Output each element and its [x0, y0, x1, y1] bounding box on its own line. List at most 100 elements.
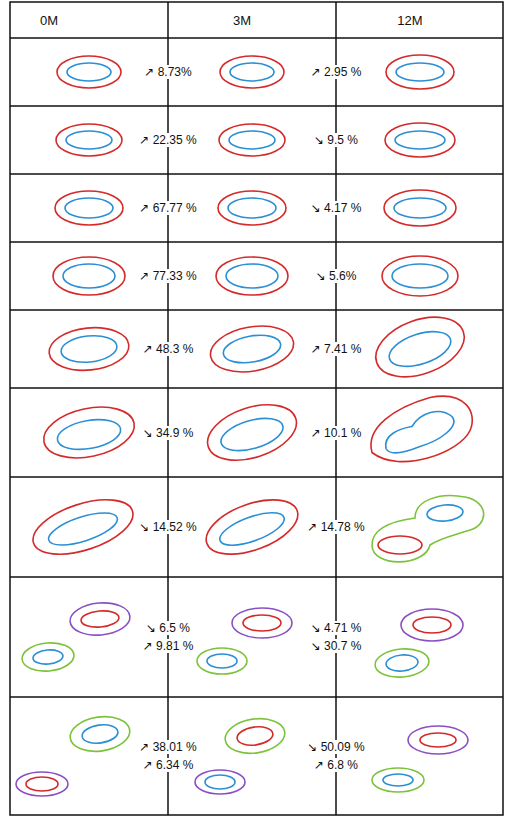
- contour-outline: [32, 649, 63, 666]
- percent-change: ↘ 6.5 %: [144, 621, 192, 635]
- contour-outline: [221, 331, 283, 367]
- grid-line: [335, 2, 337, 815]
- percent-change: ↗ 48.3 %: [141, 342, 196, 356]
- table-border: [10, 2, 503, 815]
- contour-outline: [69, 600, 132, 637]
- contour-outline: [383, 774, 413, 786]
- contour-outline: [392, 264, 448, 288]
- contour-outline: [230, 63, 274, 81]
- contour-outline: [385, 123, 455, 157]
- percent-change: ↘ 4.71 %: [309, 621, 364, 635]
- contour-outline: [372, 768, 424, 792]
- grid-line: [167, 2, 169, 815]
- contour-outline: [55, 191, 123, 225]
- grid-line: [10, 173, 503, 175]
- grid-line: [10, 309, 503, 311]
- contour-outline: [243, 615, 281, 631]
- contour-outline: [386, 412, 454, 453]
- contour-outline: [47, 324, 131, 374]
- contour-outline: [197, 648, 247, 674]
- grid-line: [10, 387, 503, 389]
- contour-outline: [413, 617, 451, 633]
- percent-change: ↗ 6.34 %: [141, 758, 196, 772]
- contour-outline: [386, 55, 454, 89]
- percent-change: ↘ 34.9 %: [141, 426, 196, 440]
- contour-outline: [216, 257, 288, 295]
- grid-line: [10, 696, 503, 698]
- contour-outline: [205, 775, 235, 789]
- contour-outline: [395, 131, 445, 149]
- grid-line: [10, 476, 503, 478]
- contour-outline: [57, 56, 121, 88]
- contour-outline: [218, 191, 286, 225]
- contour-outline: [236, 725, 274, 748]
- contour-outline: [229, 131, 275, 149]
- contour-outline: [226, 264, 278, 288]
- column-header: 3M: [233, 13, 251, 28]
- contour-outline: [81, 723, 119, 746]
- contour-outline: [371, 396, 472, 461]
- contour-outline: [426, 503, 463, 522]
- percent-change: ↘ 14.52 %: [137, 520, 198, 534]
- column-header: 12M: [397, 13, 422, 28]
- contour-outline: [374, 647, 430, 680]
- contour-outline: [378, 536, 422, 554]
- grid-line: [10, 105, 503, 107]
- percent-change: ↗ 38.01 %: [137, 740, 198, 754]
- percent-change: ↘ 5.6%: [314, 269, 359, 283]
- contour-outline: [372, 496, 484, 562]
- contour-outline: [232, 608, 292, 638]
- contour-outline: [223, 715, 287, 757]
- contour-outline: [16, 772, 68, 796]
- contour-outline: [368, 306, 473, 388]
- percent-change: ↘ 30.7 %: [309, 639, 364, 653]
- contour-outline: [53, 257, 125, 295]
- percent-change: ↗ 77.33 %: [137, 269, 198, 283]
- percent-change: ↗ 22.35 %: [137, 133, 198, 147]
- contour-outline: [220, 56, 284, 88]
- contour-outline: [207, 320, 297, 378]
- contour-outline: [396, 63, 444, 81]
- contour-outline: [408, 726, 468, 754]
- contour-outline: [385, 654, 418, 673]
- contour-outline: [21, 641, 75, 673]
- contour-outline: [39, 399, 139, 465]
- contour-outline: [66, 131, 112, 149]
- contour-outline: [195, 770, 245, 794]
- percent-change: ↘ 9.5 %: [312, 133, 360, 147]
- contour-outline: [217, 412, 286, 457]
- contour-outline: [56, 124, 122, 156]
- contour-outline: [420, 733, 456, 747]
- contour-outline: [26, 777, 58, 791]
- percent-change: ↗ 9.81 %: [141, 639, 196, 653]
- percent-change: ↗ 14.78 %: [305, 520, 366, 534]
- contour-outline: [201, 395, 304, 471]
- contour-outline: [228, 198, 276, 218]
- contour-outline: [45, 506, 121, 551]
- contour-outline: [207, 654, 237, 668]
- contour-outline: [401, 609, 463, 641]
- contour-outline: [219, 124, 285, 156]
- grid-line: [10, 37, 503, 39]
- contour-outline: [80, 609, 119, 628]
- percent-change: ↗ 6.8 %: [312, 758, 360, 772]
- contour-outline: [68, 713, 132, 755]
- contour-outline: [394, 198, 446, 218]
- grid-line: [10, 241, 503, 243]
- contour-outline: [63, 264, 115, 288]
- percent-change: ↗ 10.1 %: [309, 426, 364, 440]
- percent-change: ↗ 7.41 %: [309, 342, 364, 356]
- contour-outline: [199, 489, 305, 565]
- contour-outline: [384, 190, 456, 226]
- percent-change: ↗ 2.95 %: [309, 65, 364, 79]
- column-header: 0M: [40, 13, 58, 28]
- contour-outline: [67, 63, 111, 81]
- contour-outline: [385, 325, 455, 373]
- contour-outline: [216, 506, 288, 552]
- percent-change: ↗ 67.77 %: [137, 201, 198, 215]
- contour-outline: [26, 489, 139, 565]
- grid-line: [10, 576, 503, 578]
- contour-outline: [65, 198, 113, 218]
- contour-outline: [60, 333, 118, 365]
